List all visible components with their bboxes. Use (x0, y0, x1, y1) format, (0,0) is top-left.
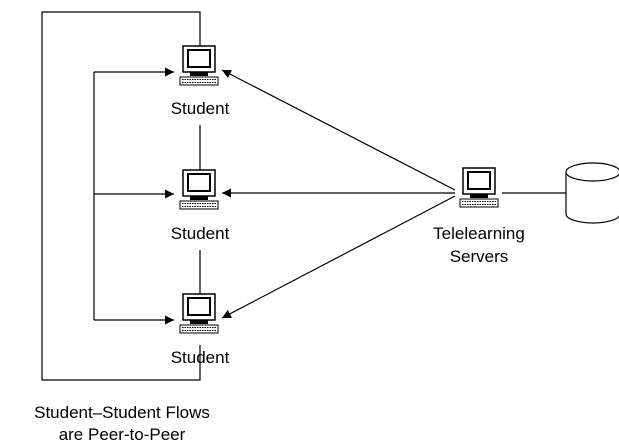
student-top-label: Student (171, 99, 230, 118)
server-arrow-to-top-student (221, 69, 456, 191)
outer-peer-loop-line (41, 11, 201, 381)
caption-line1: Student–Student Flows (34, 403, 210, 422)
computer-icon (179, 169, 219, 210)
computer-icon (459, 167, 499, 208)
computer-icon (179, 45, 219, 86)
database-cylinder-icon (565, 162, 619, 224)
server-label-line2: Servers (450, 247, 509, 266)
student-bottom-label: Student (171, 348, 230, 367)
caption-line2: are Peer-to-Peer (59, 425, 186, 444)
computer-icon (179, 293, 219, 334)
server-arrow-to-bottom-student (221, 195, 456, 319)
server-label-line1: Telelearning (433, 224, 525, 243)
student-middle-label: Student (171, 224, 230, 243)
